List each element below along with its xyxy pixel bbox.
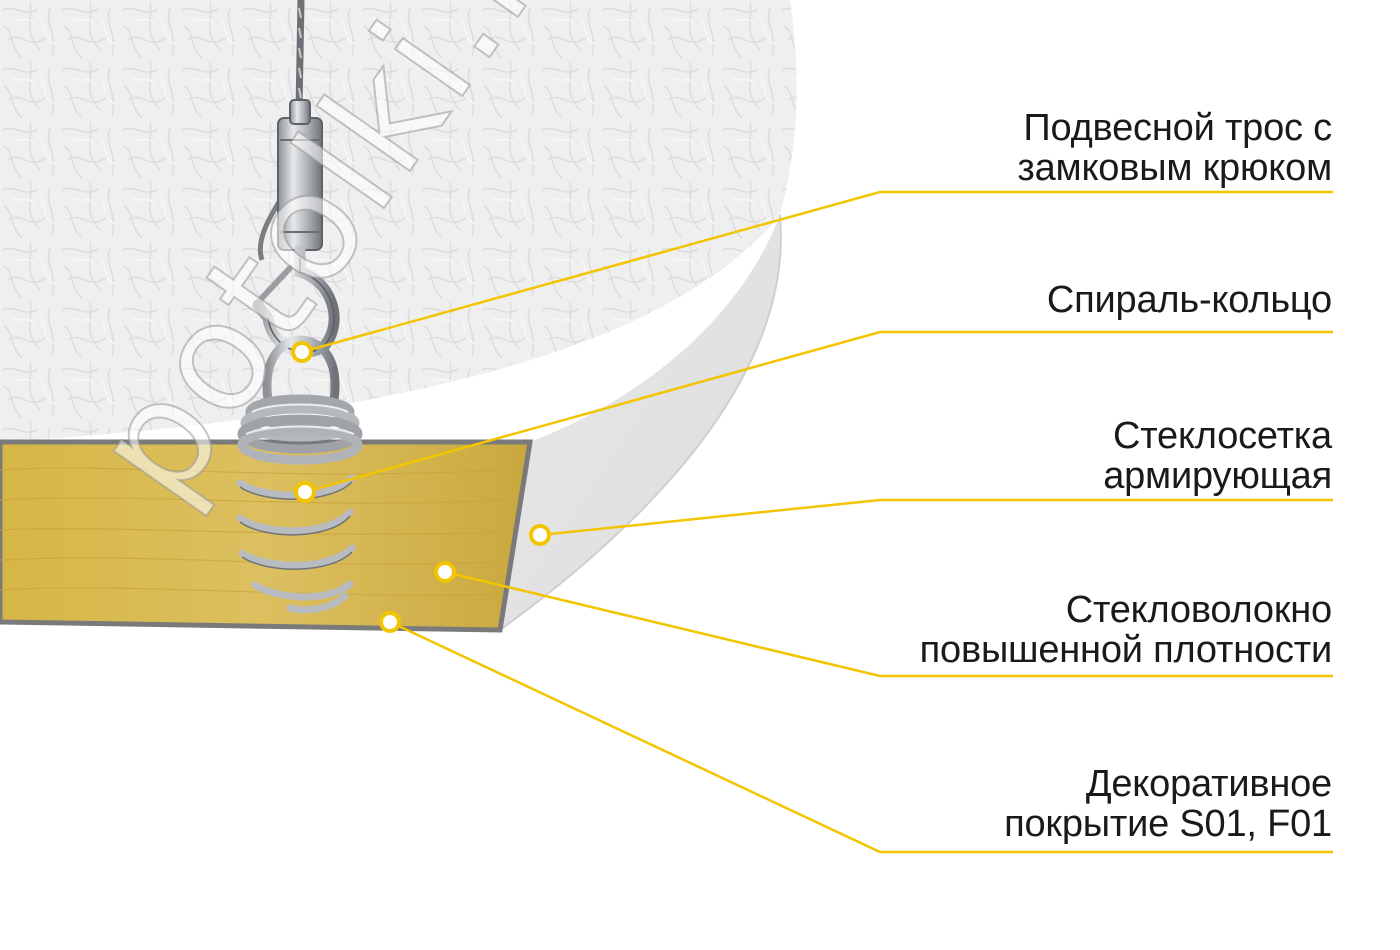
label-fiber: Стекловолокно повышенной плотности bbox=[812, 589, 1333, 671]
label-fiber-line-2: повышенной плотности bbox=[919, 629, 1333, 671]
spiral-ring bbox=[262, 335, 340, 401]
leader-lines bbox=[301, 190, 1333, 854]
label-cable-line-1: Подвесной трос с bbox=[1023, 107, 1332, 149]
leader-line-coating bbox=[389, 620, 1333, 854]
label-spiral: Спираль-кольцо bbox=[812, 280, 1332, 320]
label-cable: Подвесной трос с замковым крюком bbox=[812, 108, 1332, 188]
leader-line-fiber bbox=[444, 570, 1333, 678]
label-cable-line-2: замковым крюком bbox=[1017, 147, 1332, 189]
panel-top-face bbox=[0, 0, 797, 442]
leader-line-mesh bbox=[539, 498, 1333, 537]
callout-dot-cable bbox=[291, 341, 313, 363]
callout-dot-coating bbox=[379, 611, 401, 633]
cable-lock bbox=[277, 117, 323, 251]
label-coating: Декоративное покрытие S01, F01 bbox=[812, 764, 1332, 844]
callout-dot-spiral bbox=[294, 481, 316, 503]
callout-dot-fiber bbox=[434, 561, 456, 583]
leader-line-cable bbox=[301, 190, 1333, 354]
label-mesh: Стеклосетка армирующая bbox=[812, 416, 1332, 496]
panel-side-edge bbox=[500, 215, 781, 630]
label-spiral-line-1: Спираль-кольцо bbox=[1046, 279, 1332, 321]
leader-line-spiral bbox=[304, 330, 1333, 494]
callout-dot-mesh bbox=[529, 524, 551, 546]
label-coating-line-1: Декоративное bbox=[1085, 763, 1332, 805]
fiberglass-core bbox=[0, 439, 533, 633]
label-mesh-line-2: армирующая bbox=[1103, 455, 1332, 497]
label-coating-line-2: покрытие S01, F01 bbox=[1004, 803, 1332, 845]
label-mesh-line-1: Стеклосетка bbox=[1112, 415, 1332, 457]
label-fiber-line-1: Стекловолокно bbox=[1065, 589, 1332, 631]
